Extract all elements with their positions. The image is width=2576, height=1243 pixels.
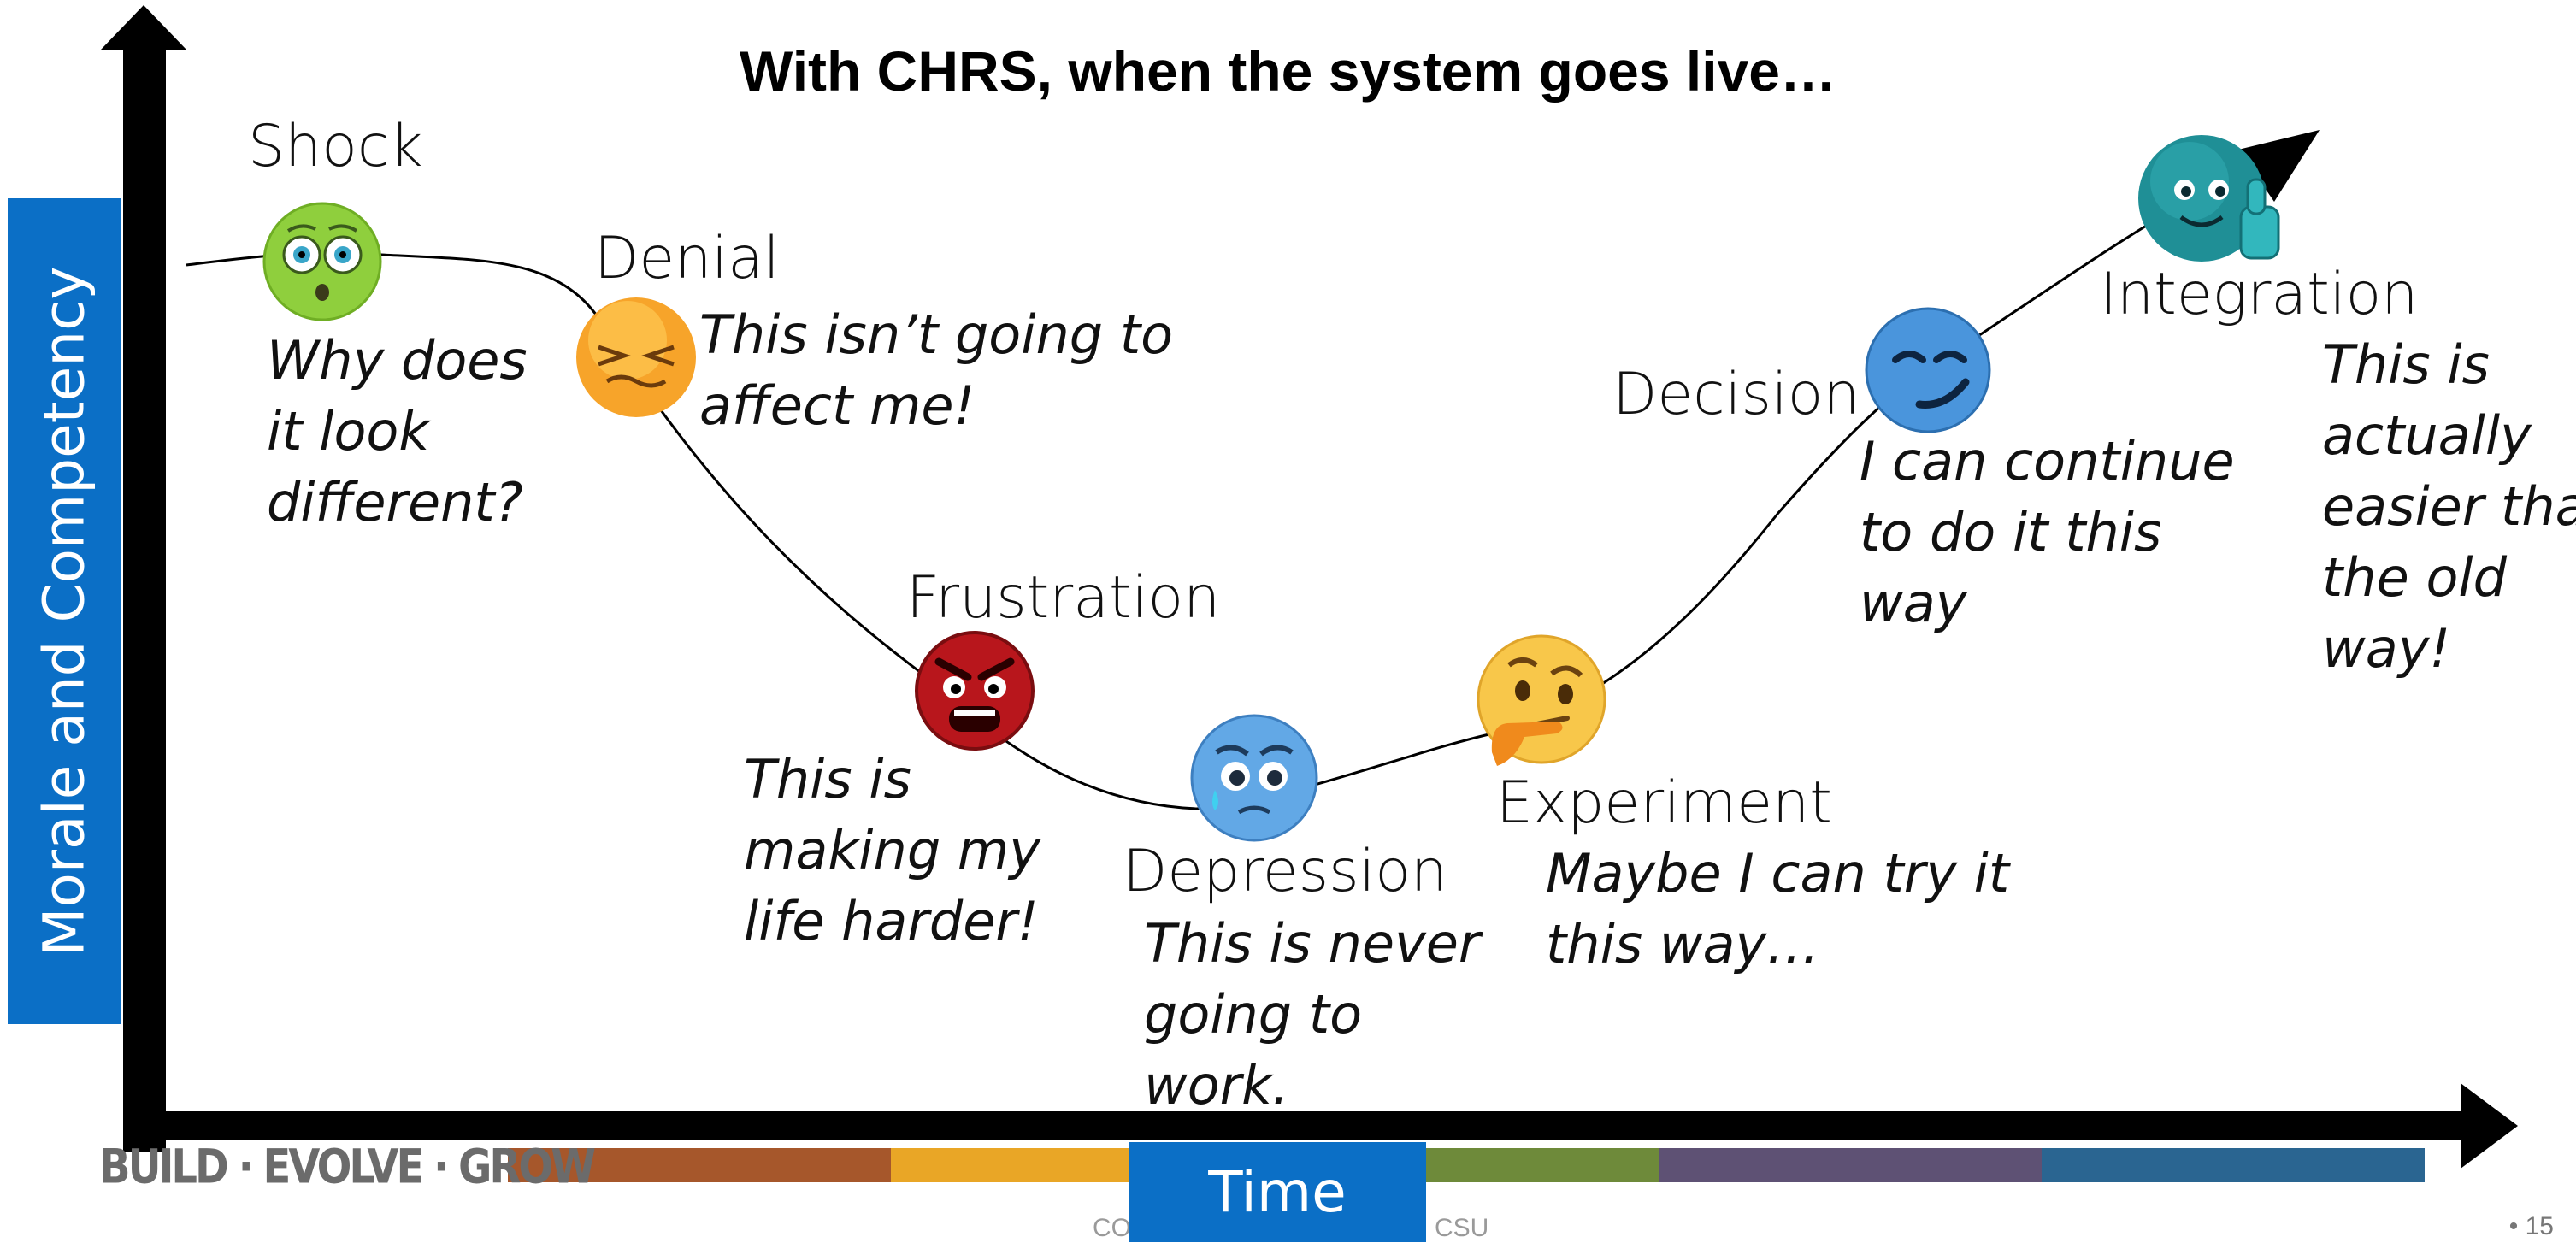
color-band-1 (508, 1148, 891, 1182)
thumbs-up-face-icon (2138, 135, 2280, 262)
x-axis-label-box (1129, 1142, 1426, 1242)
color-band-3 (1426, 1148, 1659, 1182)
brand-tagline: BUILD · EVOLVE · GROW (99, 1140, 596, 1195)
y-axis-label-box (8, 198, 121, 1024)
stage-denial-label: Denial (594, 225, 780, 292)
x-axis (123, 1111, 2466, 1140)
stage-decision-quote: I can continue to do it this way (1860, 430, 2235, 634)
smirk-face-icon (1865, 307, 1991, 433)
x-axis-label: Time (1208, 1159, 1347, 1225)
stage-experiment-quote: Maybe I can try it this way… (1546, 842, 2010, 975)
stage-experiment-label: Experiment (1496, 769, 1832, 837)
page-number: • 15 (2508, 1212, 2554, 1240)
angry-face-icon (915, 631, 1035, 751)
y-axis-arrowhead (101, 5, 186, 50)
y-axis (123, 47, 166, 1152)
stage-shock-label: Shock (248, 113, 423, 180)
stage-depression-label: Depression (1123, 838, 1448, 905)
y-axis-label: Morale and Competency (31, 266, 97, 957)
stage-shock-quote: Why does it look different? (267, 329, 528, 533)
sad-face-icon (1190, 714, 1318, 842)
x-axis-arrowhead (2461, 1083, 2518, 1169)
stage-integration-label: Integration (2100, 261, 2419, 328)
stage-denial-quote: This isn’t going to affect me! (699, 303, 1174, 437)
stage-decision-label: Decision (1612, 361, 1860, 428)
stage-integration-quote: This is actually easier than the old way… (2322, 333, 2576, 680)
footer-left-fragment: CO (1093, 1214, 1131, 1242)
slide-title: With CHRS, when the system goes live… (739, 39, 1836, 103)
denial-face-icon (576, 297, 696, 417)
color-band-5 (2042, 1148, 2425, 1182)
stage-frustration-quote: This is making my life harder! (744, 748, 1040, 952)
change-curve (186, 214, 2164, 810)
color-band-2 (891, 1148, 1129, 1182)
thinking-face-icon (1477, 634, 1606, 766)
footer-right-fragment: CSU (1435, 1214, 1489, 1242)
curve-arrowhead (2238, 130, 2320, 202)
color-band-4 (1659, 1148, 2042, 1182)
stage-depression-quote: This is never going to work. (1144, 912, 1481, 1116)
shocked-face-icon (262, 202, 382, 321)
stage-frustration-label: Frustration (906, 564, 1221, 632)
